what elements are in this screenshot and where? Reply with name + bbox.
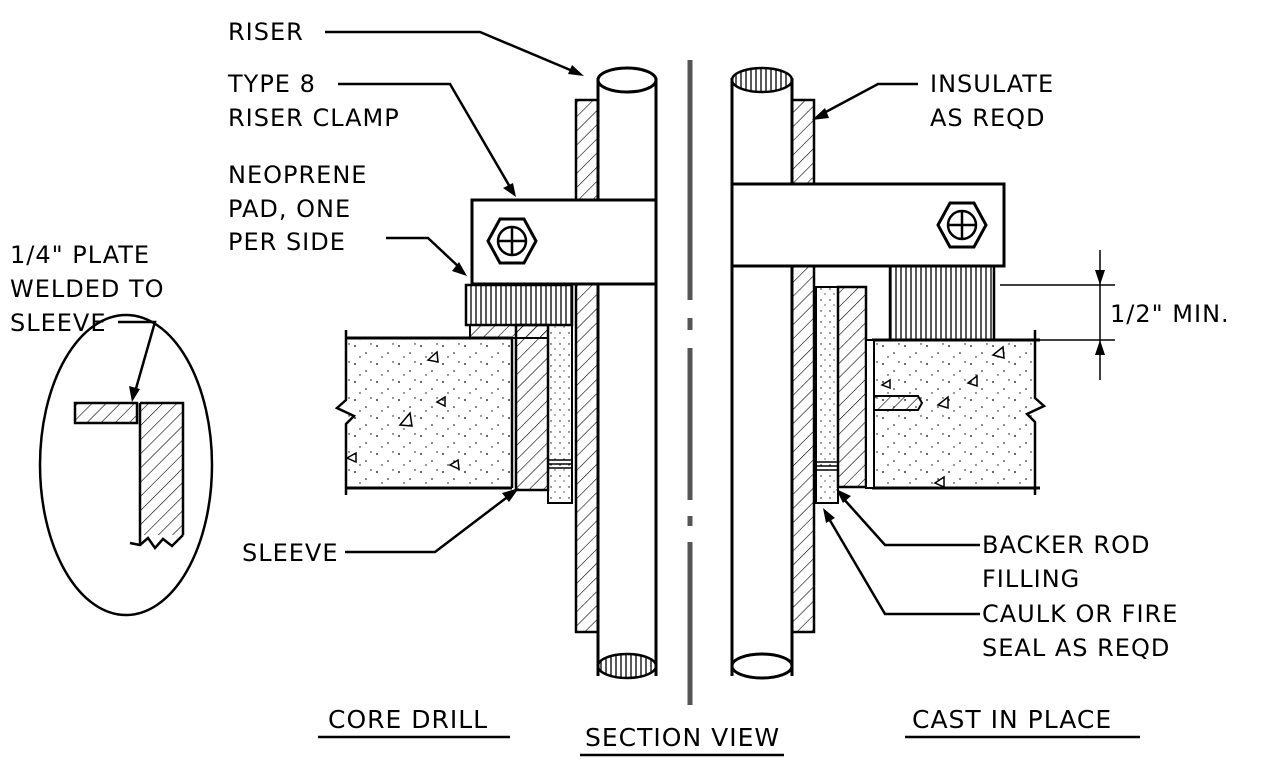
right-fill-gap [815,286,839,504]
right-riser-insulation [790,98,816,634]
label-neoprene-line1: NEOPRENE [228,161,367,189]
cast-in-place-assembly [730,66,1115,680]
label-neoprene-line2: PAD, ONE [228,195,351,223]
callout-labels: RISER TYPE 8 RISER CLAMP NEOPRENE PAD, O… [10,18,1230,662]
label-caulk-line1: CAULK OR FIRE [982,600,1178,628]
label-neoprene-line3: PER SIDE [228,228,346,256]
label-plate-line3: SLEEVE [10,309,107,337]
right-riser-clamp [730,182,1006,268]
label-backer-line2: FILLING [982,565,1080,593]
title-section-view: SECTION VIEW [585,723,780,752]
label-type8-line1: TYPE 8 [227,70,316,98]
section-titles: CORE DRILL SECTION VIEW CAST IN PLACE [318,705,1140,757]
label-type8-line2: RISER CLAMP [228,104,400,132]
title-cast-in-place: CAST IN PLACE [912,705,1112,734]
left-fill-gap [547,324,573,504]
label-min-dimension: 1/2" MIN. [1110,300,1230,328]
core-drill-assembly [334,66,658,680]
label-backer-line1: BACKER ROD [982,531,1150,559]
right-neoprene-pad [888,264,996,342]
left-neoprene-pad [464,283,574,327]
right-clamp-bolt-icon [936,201,988,249]
label-plate-line2: WELDED TO [10,275,165,303]
label-plate-line1: 1/4" PLATE [10,241,150,269]
left-riser-pipe [596,66,658,680]
min-dimension-marker [1000,250,1115,380]
title-core-drill: CORE DRILL [328,705,488,734]
right-concrete-slab [872,330,1047,495]
plate-detail-bubble [38,313,214,617]
label-sleeve: SLEEVE [242,539,339,567]
left-riser-insulation [574,98,600,634]
label-insulate-line1: INSULATE [930,70,1054,98]
label-riser: RISER [228,18,304,46]
left-clamp-bolt-icon [486,217,538,265]
left-concrete-slab [334,330,514,495]
right-riser-pipe [730,66,794,680]
label-insulate-line2: AS REQD [930,104,1046,132]
right-sleeve [836,285,924,489]
left-riser-clamp [470,198,658,286]
label-caulk-line2: SEAL AS REQD [982,634,1170,662]
leader-lines [118,30,980,616]
